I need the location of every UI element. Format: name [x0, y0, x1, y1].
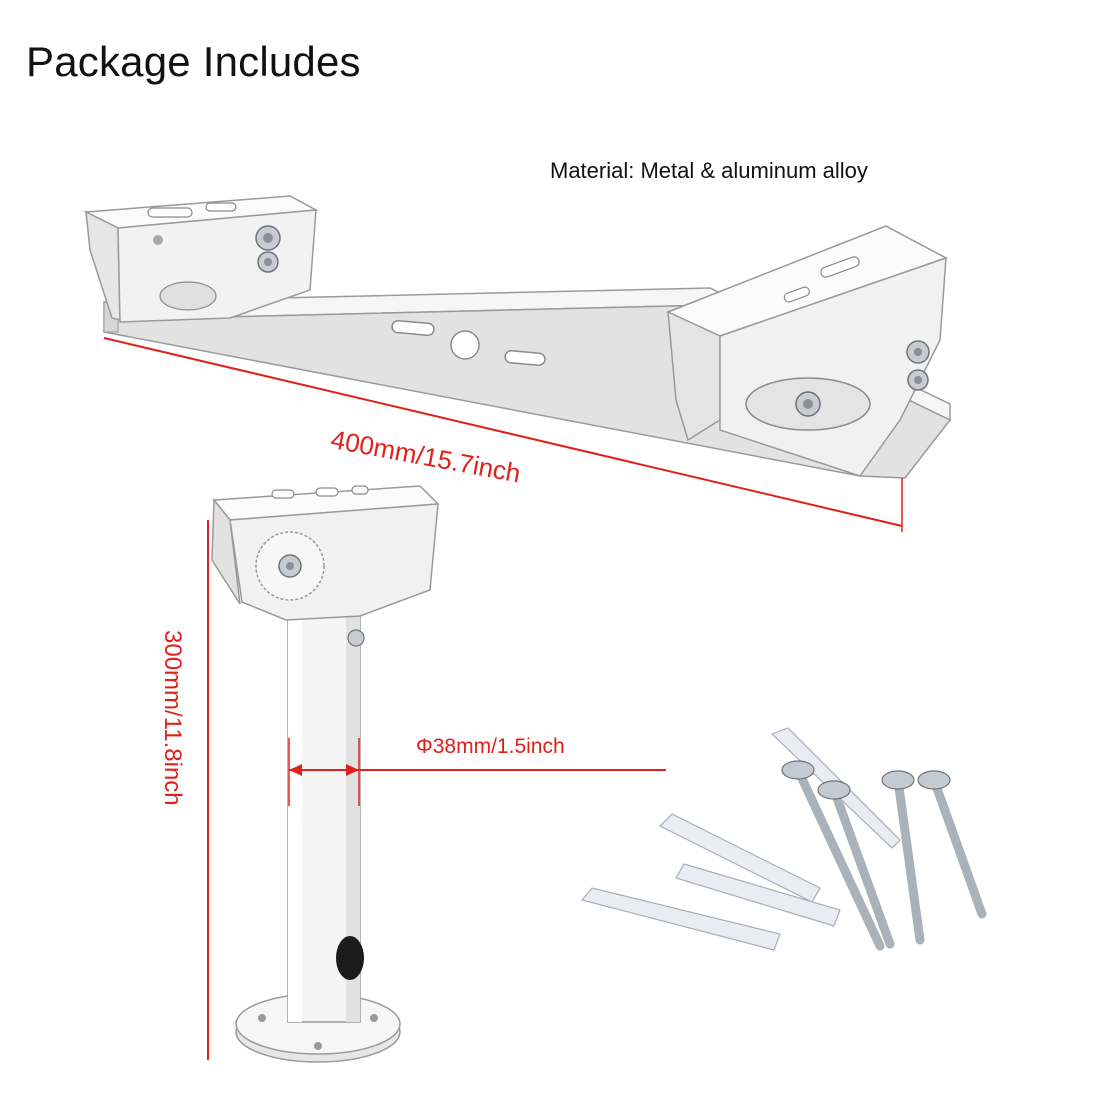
screw-icon	[781, 760, 987, 951]
diameter-dimension-label: Φ38mm/1.5inch	[416, 735, 565, 758]
left-camera-mount	[83, 195, 319, 323]
page-title: Package Includes	[26, 38, 361, 85]
material-label: Material: Metal & aluminum alloy	[550, 158, 868, 183]
height-dimension-label: 300mm/11.8inch	[159, 630, 186, 806]
right-camera-mount	[666, 225, 948, 477]
width-dimension-line	[103, 337, 903, 532]
double-camera-bracket-icon	[83, 195, 952, 479]
hardware-set	[580, 727, 987, 951]
diameter-dimension-line	[288, 738, 666, 806]
single-pole-bracket-icon	[211, 485, 440, 1063]
